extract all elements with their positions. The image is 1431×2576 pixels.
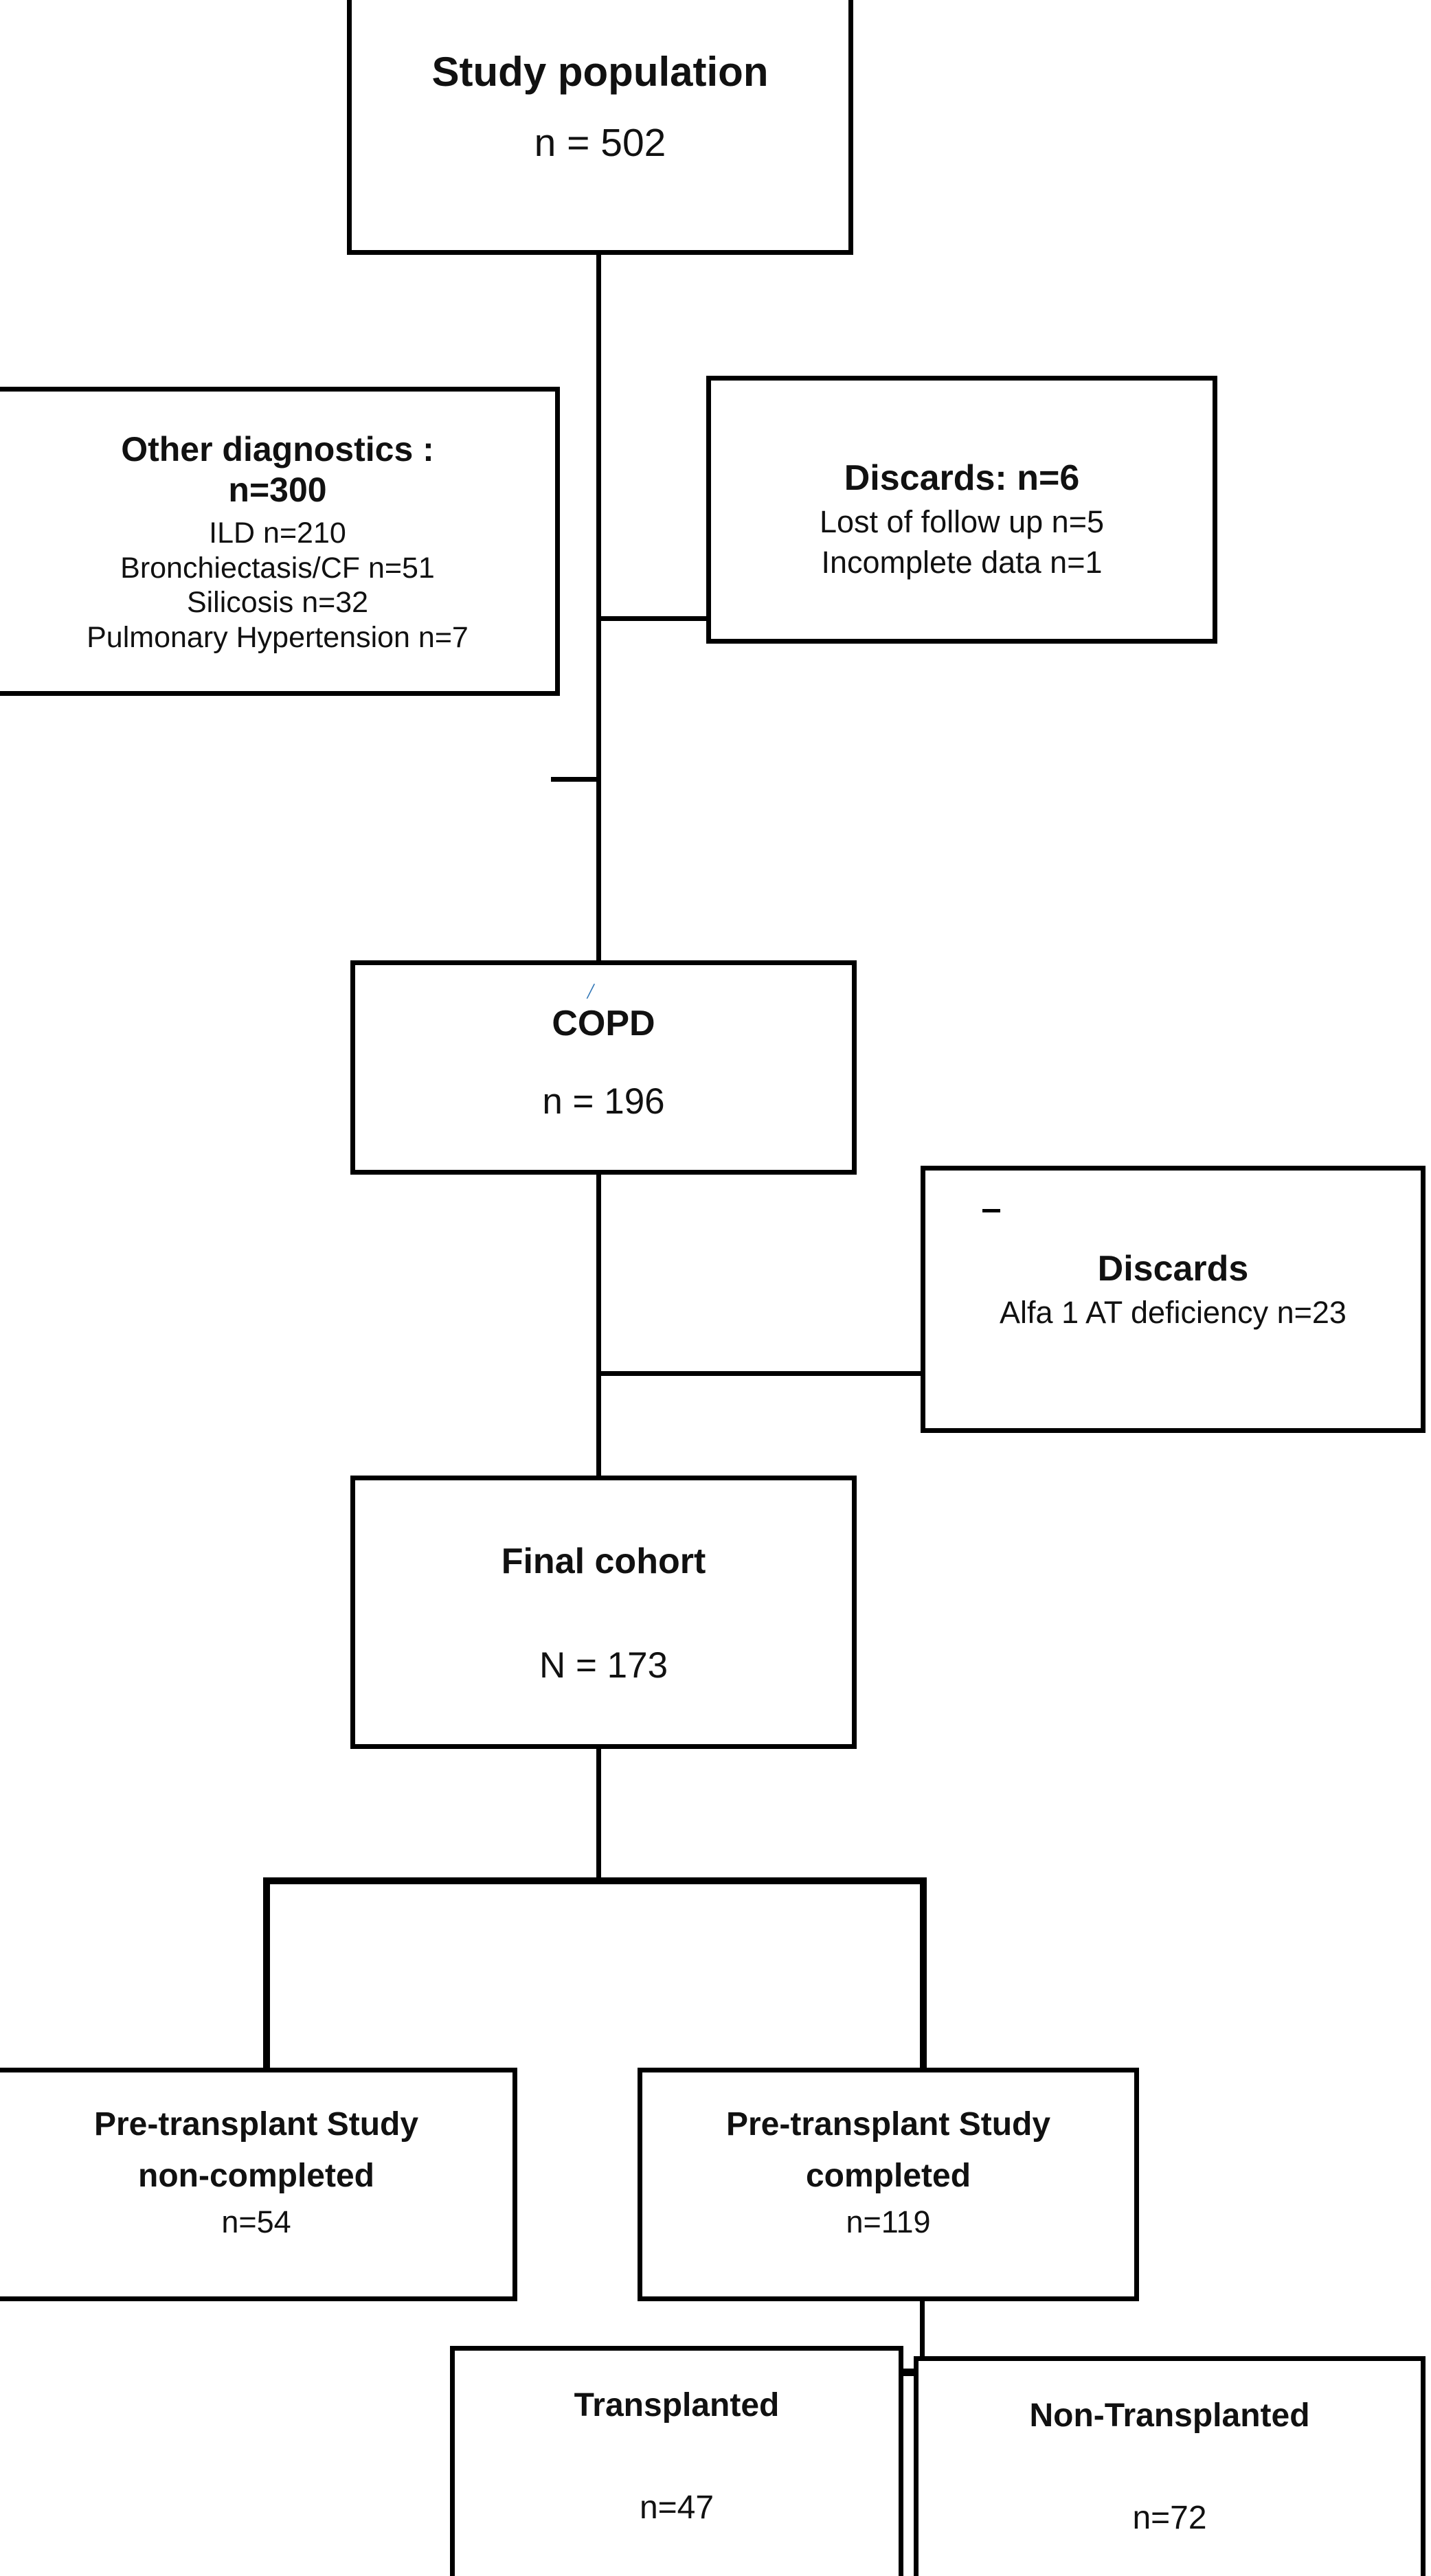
node-discards-2-line-1: Alfa 1 AT deficiency n=23	[1000, 1295, 1347, 1331]
node-final-cohort: Final cohort N = 173	[350, 1476, 857, 1749]
node-final-cohort-line-0: Final cohort	[501, 1541, 706, 1581]
node-pre-non-completed-line-0: Pre-transplant Study	[93, 2106, 419, 2143]
node-pre-transplant-completed: Pre-transplant Study completed n=119	[638, 2068, 1139, 2301]
node-other-diagnostics: Other diagnostics : n=300 ILD n=210 Bron…	[0, 387, 560, 696]
node-copd: COPD n = 196	[350, 960, 857, 1175]
connector-copd-to-discards-2	[596, 1371, 925, 1376]
node-other-diagnostics-line-1: n=300	[228, 471, 327, 509]
node-transplanted-line-1: n=47	[639, 2489, 714, 2526]
node-copd-line-1: n = 196	[542, 1081, 665, 1122]
connector-to-pre-non-completed	[263, 1877, 270, 2073]
node-pre-completed-line-0: Pre-transplant Study	[725, 2106, 1051, 2143]
node-non-transplanted-line-1: n=72	[1132, 2499, 1207, 2536]
connector-study-to-copd-trunk	[596, 255, 601, 965]
node-discards-1-line-2: Incomplete data n=1	[821, 545, 1103, 580]
connector-final-cohort-stem	[596, 1744, 601, 1882]
node-transplanted-line-0: Transplanted	[574, 2387, 780, 2424]
node-study-population: Study population n = 502	[347, 0, 853, 255]
node-other-diagnostics-line-5: Pulmonary Hypertension n=7	[87, 621, 469, 655]
node-discards-1-line-1: Lost of follow up n=5	[819, 504, 1105, 540]
node-study-population-line-0: Study population	[431, 49, 769, 95]
node-transplanted: Transplanted n=47	[450, 2346, 903, 2576]
node-final-cohort-line-1: N = 173	[539, 1645, 668, 1686]
connector-to-pre-completed	[920, 1877, 927, 2073]
node-discards-2: Discards Alfa 1 AT deficiency n=23	[921, 1166, 1426, 1433]
node-discards-1-line-0: Discards: n=6	[844, 458, 1080, 498]
node-pre-completed-line-2: n=119	[846, 2204, 931, 2240]
node-pre-completed-line-1: completed	[805, 2157, 971, 2194]
node-non-transplanted: Non-Transplanted n=72	[914, 2356, 1426, 2576]
node-non-transplanted-line-0: Non-Transplanted	[1029, 2397, 1310, 2434]
connector-pre-completed-stem	[920, 2296, 925, 2375]
connector-copd-to-final-cohort-trunk	[596, 1170, 601, 1480]
connector-study-to-discards-1	[596, 616, 710, 621]
node-other-diagnostics-line-3: Bronchiectasis/CF n=51	[120, 551, 435, 585]
node-pre-transplant-non-completed: Pre-transplant Study non-completed n=54	[0, 2068, 517, 2301]
node-discards-2-line-0: Discards	[1097, 1249, 1249, 1289]
node-pre-non-completed-line-2: n=54	[221, 2204, 291, 2240]
node-pre-non-completed-line-1: non-completed	[138, 2157, 374, 2194]
connector-study-to-other-diagnostics	[551, 777, 600, 782]
node-discards-1: Discards: n=6 Lost of follow up n=5 Inco…	[706, 376, 1217, 644]
node-other-diagnostics-line-0: Other diagnostics :	[121, 430, 434, 468]
node-other-diagnostics-line-4: Silicosis n=32	[186, 586, 369, 620]
node-study-population-line-1: n = 502	[534, 120, 666, 165]
connector-final-cohort-split-bar	[263, 1877, 927, 1884]
node-other-diagnostics-line-2: ILD n=210	[209, 517, 346, 550]
node-copd-line-0: COPD	[552, 1004, 655, 1043]
